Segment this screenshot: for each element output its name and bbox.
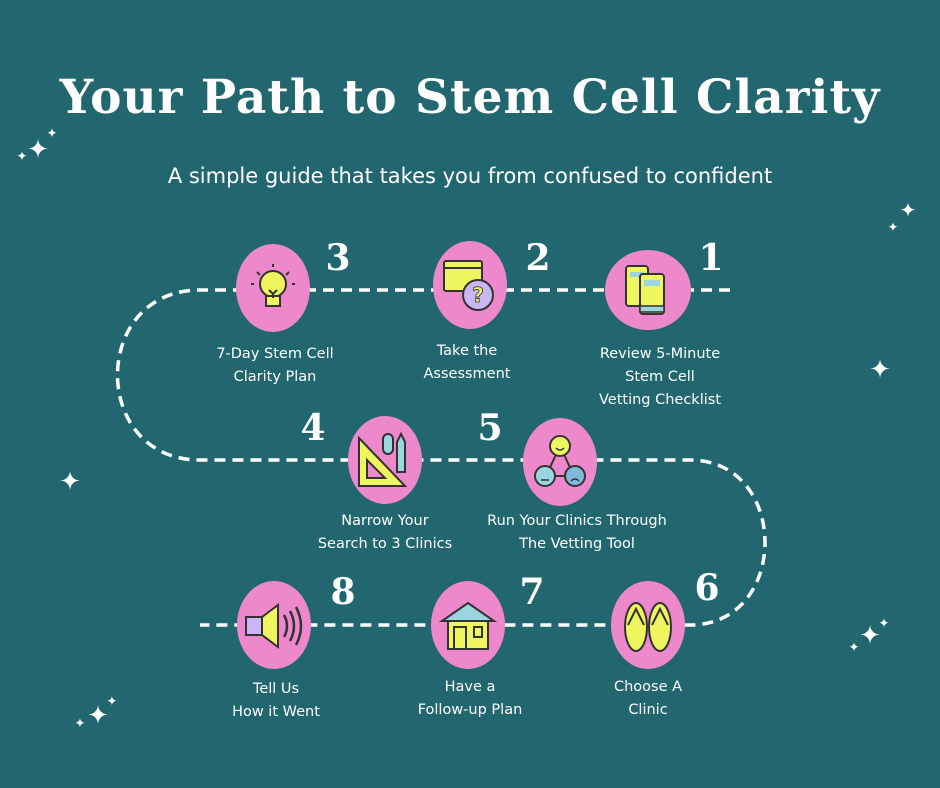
sparkle-icon: ✦ (16, 149, 28, 165)
sparkle-icon: ✦ (87, 701, 109, 731)
sparkle-icon: ✦ (106, 694, 118, 710)
step-number: 8 (330, 571, 356, 613)
sparkle-icon: ✦ (859, 621, 881, 651)
sparkle-icon: ✦ (887, 220, 899, 236)
lightbulb-icon (236, 244, 310, 332)
step-number: 2 (525, 237, 551, 279)
step-number: 1 (698, 237, 724, 279)
faces-network-icon (523, 418, 597, 506)
sparkle-icon: ✦ (878, 616, 890, 632)
svg-text:?: ? (472, 283, 484, 307)
sparkle-icon: ✦ (27, 135, 49, 165)
sparkle-icon: ✦ (46, 126, 58, 142)
ruler-pencil-icon (348, 416, 422, 504)
step-number: 5 (477, 407, 503, 449)
sparkle-icon: ✦ (899, 198, 917, 222)
step-number: 6 (694, 567, 720, 609)
step-number: 4 (300, 407, 326, 449)
sparkle-icon: ✦ (869, 355, 891, 385)
question-window-icon: ? (433, 241, 507, 329)
house-icon (431, 581, 505, 669)
flip-flops-icon (611, 581, 685, 669)
page-title: Your Path to Stem Cell Clarity (59, 70, 881, 125)
page-subtitle: A simple guide that takes you from confu… (167, 164, 773, 188)
books-icon (605, 250, 691, 330)
step-number: 3 (325, 237, 351, 279)
sparkle-icon: ✦ (74, 716, 86, 732)
step-number: 7 (519, 571, 545, 613)
sparkle-icon: ✦ (848, 640, 860, 656)
sparkle-icon: ✦ (59, 467, 81, 497)
speaker-icon (237, 581, 311, 669)
